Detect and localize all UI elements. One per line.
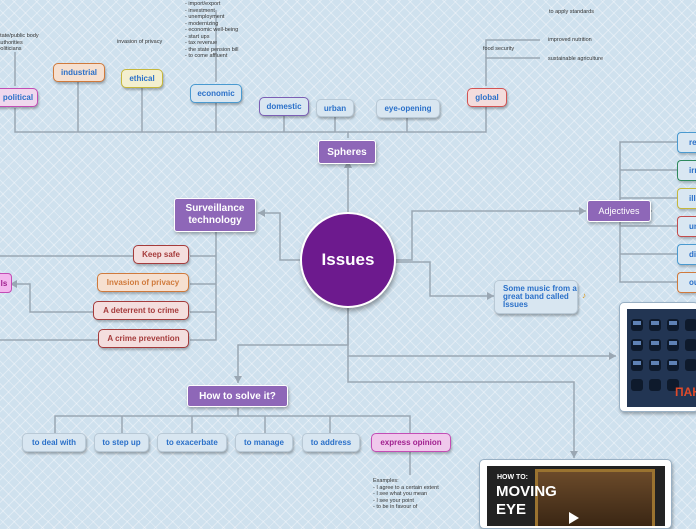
left-cut-label: ls [0,278,8,288]
adjective-ille[interactable]: ille [677,188,696,209]
global-note-agri: sustainable agriculture [548,56,604,62]
surveillance-crime-prevention[interactable]: A crime prevention [98,329,189,348]
concert-seats-image [627,309,696,407]
video-2-caption-1: HOW TO: [497,474,528,481]
adjective-out[interactable]: out [677,272,696,293]
music-label: Some music from a great band called Issu… [503,284,577,309]
sphere-domestic-label: domestic [266,102,302,111]
adjective-out-label: out [689,278,696,287]
sphere-political[interactable]: political [0,88,38,107]
deterrent-label: A deterrent to crime [103,306,179,315]
global-note-nutrition: improved nutrition [548,37,592,43]
sphere-ethical-label: ethical [129,74,155,83]
exacerbate-label: to exacerbate [166,438,218,447]
adjective-un[interactable]: un [677,216,696,237]
music-note-icon: ♪ [582,291,586,300]
solve-to-exacerbate[interactable]: to exacerbate [157,433,227,452]
sphere-urban[interactable]: urban [316,99,354,117]
video-2-caption-3: EYE [496,501,527,518]
sphere-domestic[interactable]: domestic [259,97,309,116]
sphere-economic[interactable]: economic [190,84,242,103]
adjective-dis[interactable]: dis [677,244,696,265]
adjective-ille-label: ille [689,194,696,203]
global-note-apply: to apply standards [549,9,594,15]
political-notes: - state/public body - authorities - poli… [0,33,39,52]
step-up-label: to step up [102,438,141,447]
surveillance-label: Surveillance technology [185,203,245,226]
adjective-un-label: un [689,222,696,231]
spheres-label: Spheres [327,146,367,158]
video-1-caption: ПАН [675,385,696,399]
keep-safe-label: Keep safe [142,250,180,259]
video-thumbnail-1[interactable]: ПАН [619,302,696,412]
express-opinion-label: express opinion [380,438,442,447]
adjective-irre[interactable]: irre [677,160,696,181]
music-node[interactable]: Some music from a great band called Issu… [494,280,578,314]
play-icon[interactable] [569,512,579,524]
left-cut-node[interactable]: ls [0,273,12,293]
video-2-caption-2: MOVING [496,483,557,500]
central-topic-label: Issues [321,250,375,269]
address-label: to address [310,438,352,447]
express-opinion-examples: Examples: - I agree to a certain extent … [373,478,439,510]
sphere-global-label: global [475,93,499,102]
sphere-economic-label: economic [197,89,235,98]
portrait-frame [535,469,655,526]
video-thumbnail-2[interactable]: HOW TO: MOVING EYE [479,459,672,529]
solve-to-address[interactable]: to address [302,433,360,452]
central-topic-issues[interactable]: Issues [300,212,396,308]
surveillance-keep-safe[interactable]: Keep safe [133,245,189,264]
sphere-industrial[interactable]: industrial [53,63,105,82]
sphere-industrial-label: industrial [60,68,97,77]
global-note-food: food security [483,46,515,52]
adjectives-label: Adjectives [598,206,640,216]
adjective-irre-label: irre [689,166,696,175]
adjective-rea-label: rea [689,138,696,147]
how-to-solve-node[interactable]: How to solve it? [187,385,288,407]
solve-express-opinion[interactable]: express opinion [371,433,451,452]
sphere-global[interactable]: global [467,88,507,107]
crime-prevention-label: A crime prevention [107,334,180,343]
sphere-eye-opening-label: eye-opening [384,104,432,113]
video-1-image: ПАН [627,309,696,407]
surveillance-invasion-of-privacy[interactable]: Invasion of privacy [97,273,189,292]
adjective-rea[interactable]: rea [677,132,696,153]
invasion-label: Invasion of privacy [106,278,180,287]
sphere-urban-label: urban [323,103,347,113]
video-2-image: HOW TO: MOVING EYE [487,466,665,526]
how-to-solve-label: How to solve it? [199,390,276,402]
economic-notes: - import/export - investment - unemploym… [185,1,239,59]
sphere-eye-opening[interactable]: eye-opening [376,99,440,118]
manage-label: to manage [243,438,284,447]
adjective-dis-label: dis [689,250,696,259]
solve-to-deal-with[interactable]: to deal with [22,433,86,452]
industrial-note: invasion of privacy [117,39,163,45]
adjectives-node[interactable]: Adjectives [587,200,651,222]
surveillance-node[interactable]: Surveillance technology [174,198,256,232]
sphere-political-label: political [2,93,34,102]
surveillance-deterrent[interactable]: A deterrent to crime [93,301,189,320]
solve-to-step-up[interactable]: to step up [94,433,149,452]
spheres-node[interactable]: Spheres [318,140,376,164]
sphere-ethical[interactable]: ethical [121,69,163,88]
solve-to-manage[interactable]: to manage [235,433,293,452]
deal-with-label: to deal with [32,438,76,447]
